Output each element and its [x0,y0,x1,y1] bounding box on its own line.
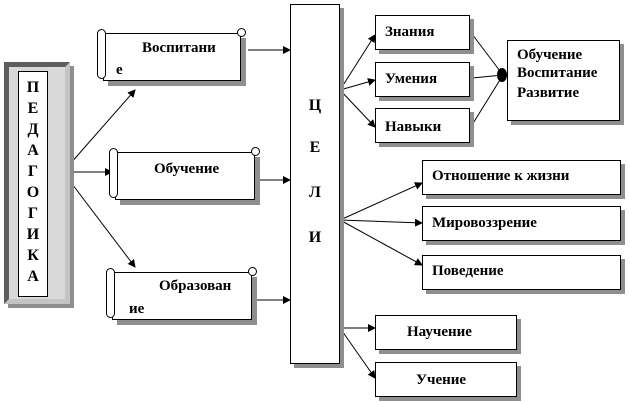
scroll-obuchenie: Обучение [109,147,260,200]
result-label: Развитие [517,85,580,101]
scroll-curl-left [106,268,115,318]
learning-box-uchenie: Учение [375,362,517,397]
scroll-vospitanie-label-tail: е [116,62,123,78]
scroll-curl-right [251,147,260,156]
skill-label: Умения [385,71,438,87]
pedagogika-letter: Г [27,205,39,222]
pedagogika-letter: О [26,184,40,201]
celi-letter: Л [309,184,321,201]
celi-letter: И [308,229,322,246]
pedagogika-letter: А [27,268,39,285]
scroll-obrazovanie: Образован ие [106,267,257,320]
result-label: Обучение [517,47,583,63]
result-label: Воспитание [517,65,598,81]
scroll-vospitanie-label: Воспитани [142,40,216,56]
scroll-curl-left [97,29,106,79]
celi-letter: Е [309,139,321,156]
pedagogika-letter: Е [27,100,39,117]
celi-letter: Ц [308,97,322,114]
skill-label: Навыки [385,119,442,135]
scroll-curl-left [109,148,118,198]
pedagogika-box: П Е Д А Г О Г И К А [4,62,70,304]
learning-label: Учение [416,372,467,388]
scroll-obrazovanie-label-tail: ие [129,301,145,317]
learning-label: Научение [407,324,472,340]
pedagogika-letter: К [27,247,39,264]
scroll-curl-right [237,28,246,37]
scroll-curl-right [248,267,257,276]
attitude-label: Мировоззрение [432,215,537,231]
attitude-label: Поведение [432,263,504,279]
scroll-obrazovanie-label: Образован [159,278,232,294]
pedagogika-letter: А [27,142,39,159]
learning-box-nauchenie: Научение [375,315,517,350]
skill-box-znaniya: Знания [375,15,470,50]
pedagogika-letter: П [26,79,40,96]
result-box: Обучение Воспитание Развитие [507,40,620,121]
attitude-box-mirovozzrenie: Мировоззрение [422,206,621,241]
attitude-box-otnoshenie: Отношение к жизни [422,160,621,195]
pedagogika-inner: П Е Д А Г О Г И К А [18,71,48,297]
pedagogika-letter: И [26,226,40,243]
attitude-label: Отношение к жизни [432,168,570,184]
scroll-obuchenie-label: Обучение [154,161,220,177]
scroll-vospitanie: Воспитани е [97,28,246,81]
pedagogika-letter: Г [27,163,39,180]
attitude-box-povedenie: Поведение [422,255,621,290]
pedagogika-letter: Д [27,121,39,138]
celi-box: Ц Е Л И [290,4,340,364]
skill-label: Знания [385,24,435,40]
skill-box-umeniya: Умения [375,62,470,97]
skill-box-navyki: Навыки [375,108,470,143]
